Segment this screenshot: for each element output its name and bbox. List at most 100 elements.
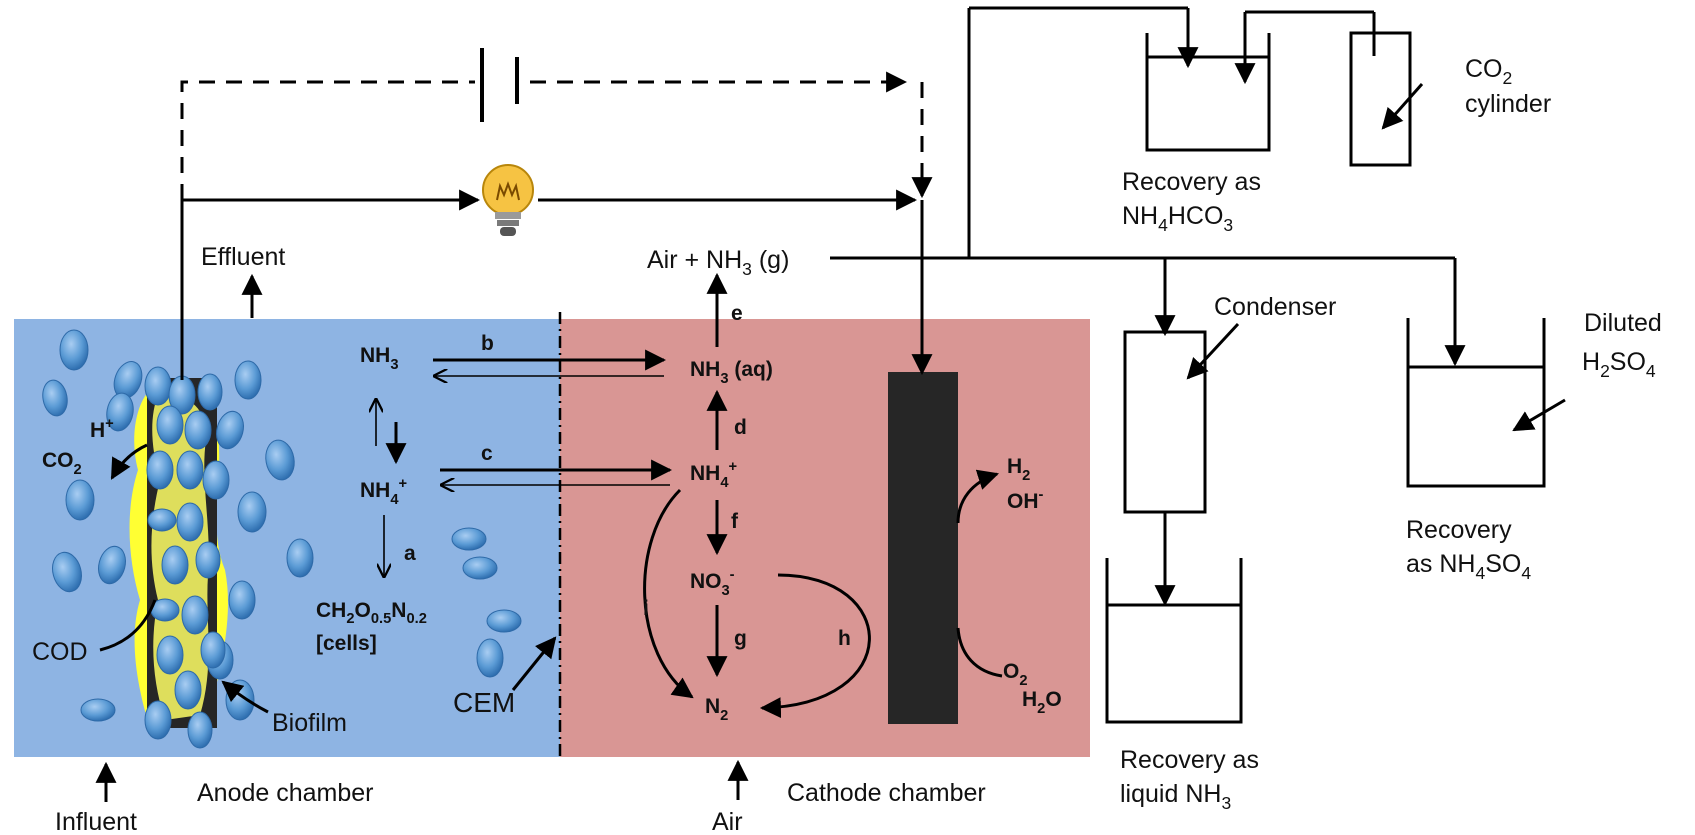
sulfate-formula: as NH4SO4: [1406, 550, 1531, 583]
pathway-d-label: d: [734, 416, 747, 439]
bacterium-cell: [202, 460, 230, 500]
condenser-column: [1123, 330, 1207, 514]
liquid-title: Recovery as: [1120, 746, 1259, 774]
diluted-label: Diluted: [1584, 309, 1662, 337]
nh3-anode-label: NH3: [360, 344, 399, 373]
cod-label: COD: [32, 638, 88, 666]
biofilm-pointer: [221, 680, 269, 714]
bacterium-cell: [228, 580, 256, 620]
pathway-c-label: c: [481, 442, 493, 465]
bacterium-cell: [237, 491, 267, 533]
bacterium-cell: [80, 698, 116, 722]
condenser-label: Condenser: [1214, 293, 1336, 321]
co2-release-arrow: [110, 443, 148, 480]
anammox-arrow-i: [643, 488, 694, 699]
h2o-label: H2O: [1022, 688, 1062, 717]
bacterium-cell: [216, 410, 244, 450]
bacteria-cluster: [42, 329, 522, 749]
bacterium-cell: [147, 508, 177, 532]
cem-pointer: [511, 636, 557, 691]
pathway-h-label: h: [838, 627, 851, 650]
hydrogen-evolution-arrow: [956, 469, 999, 524]
liquid-vessel: [1105, 558, 1243, 724]
bacterium-cell: [181, 595, 209, 635]
influent-label: Influent: [55, 808, 137, 835]
cells-formula-label: CH2O0.5N0.2: [316, 599, 427, 627]
bacterium-cell: [161, 545, 189, 585]
air-inlet-label: Air: [712, 808, 743, 835]
effluent-label: Effluent: [201, 243, 285, 271]
h2-label: H2: [1007, 455, 1030, 484]
bacterium-cell: [451, 527, 487, 551]
bacterium-cell: [187, 711, 213, 749]
oxygen-reduction-arrow: [956, 627, 1003, 678]
co2-cylinder: [1349, 31, 1412, 167]
bicarbonate-title: Recovery as: [1122, 168, 1261, 196]
bacterium-cell: [65, 479, 95, 521]
bacterium-cell: [146, 450, 174, 490]
bacterium-cell: [176, 502, 204, 542]
bacterium-cell: [144, 700, 172, 740]
bacterium-cell: [59, 329, 89, 371]
bacterium-cell: [197, 373, 223, 411]
cem-label: CEM: [453, 687, 515, 718]
anode-chamber-label: Anode chamber: [197, 779, 374, 807]
bacterium-cell: [156, 405, 184, 445]
bacterium-cell: [184, 410, 212, 450]
pathway-g-label: g: [734, 627, 747, 650]
pathway-a-label: a: [404, 542, 416, 565]
bacterium-cell: [98, 545, 126, 585]
h2so4-label: H2SO4: [1582, 348, 1656, 381]
cathode-electrode: [888, 372, 958, 724]
bicarbonate-formula: NH4HCO3: [1122, 202, 1233, 235]
bacterium-cell: [462, 556, 498, 580]
liquid-formula: liquid NH3: [1120, 780, 1231, 813]
cells-tag-label: [cells]: [316, 632, 377, 655]
n2-label: N2: [705, 695, 728, 724]
pathway-b-label: b: [481, 332, 494, 355]
denitrification-arrow-h: [759, 573, 871, 719]
lightbulb-icon: [482, 164, 534, 236]
bacterium-cell: [42, 379, 68, 417]
bacterium-cell: [286, 538, 314, 578]
no3-label: NO3-: [690, 567, 735, 599]
bacterium-cell: [144, 366, 172, 406]
sulfate-vessel: [1406, 318, 1546, 488]
co2-cylinder-label: cylinder: [1465, 90, 1551, 118]
bacterium-cell: [174, 670, 202, 710]
nh4-anode-label: NH4+: [360, 476, 407, 508]
h-plus-label: H+: [90, 416, 114, 442]
nh4-cathode-label: NH4+: [690, 459, 737, 491]
bacterium-cell: [486, 609, 522, 633]
air-nh3-gas-label: Air + NH3 (g): [647, 246, 789, 279]
bacterium-cell: [176, 450, 204, 490]
pathway-i-label: i: [643, 597, 649, 620]
dashed-circuit-left: [180, 80, 475, 200]
cathode-chamber: [560, 319, 1090, 757]
bacterium-cell: [156, 635, 184, 675]
co2-pointer: [1381, 83, 1424, 130]
cathode-chamber-label: Cathode chamber: [787, 779, 986, 807]
h2so4-pointer: [1512, 398, 1566, 432]
bacterium-cell: [476, 638, 504, 678]
co2-cylinder-formula: CO2: [1465, 55, 1512, 88]
bacterium-cell: [200, 631, 226, 669]
co2-anode-label: CO2: [42, 449, 82, 478]
bacterium-cell: [52, 551, 82, 593]
condenser-pointer: [1186, 322, 1240, 380]
bacterium-cell: [106, 392, 134, 432]
pathway-e-label: e: [731, 302, 743, 325]
nh3-aq-label: NH3 (aq): [690, 358, 773, 387]
bacterium-cell: [265, 439, 295, 481]
sulfate-title: Recovery: [1406, 516, 1512, 544]
cod-arrow: [99, 599, 157, 652]
bacterium-cell: [195, 541, 221, 579]
oh-label: OH-: [1007, 487, 1044, 513]
o2-label: O2: [1003, 660, 1028, 689]
bicarbonate-vessel: [1145, 33, 1271, 152]
bacterium-cell: [234, 360, 262, 400]
biofilm-label: Biofilm: [272, 709, 347, 737]
pathway-f-label: f: [731, 510, 739, 533]
